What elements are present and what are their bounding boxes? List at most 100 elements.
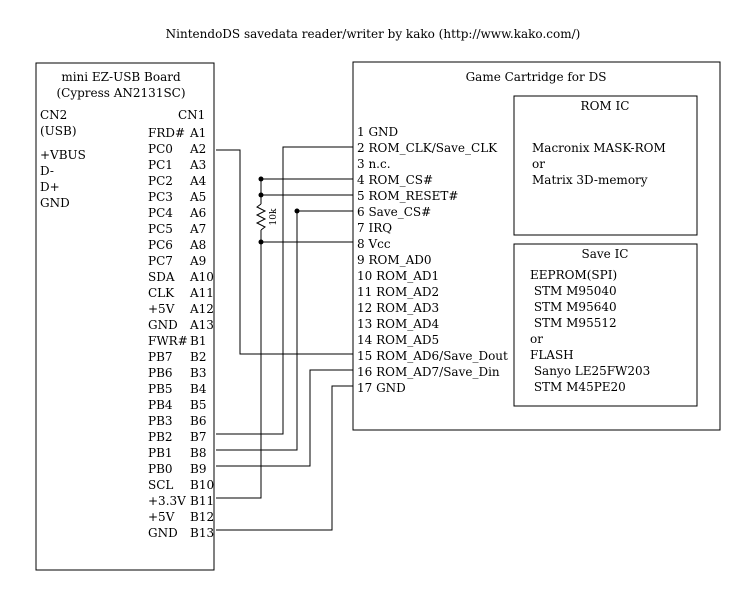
cn1-pin-number: B1 (190, 334, 206, 348)
cartridge-pin: 11 ROM_AD2 (357, 285, 439, 299)
cartridge-pin: 9 ROM_AD0 (357, 253, 432, 267)
cn1-pin-name: PB5 (148, 382, 173, 396)
cn1-pin-number: A6 (189, 206, 206, 220)
pullup-resistor (255, 203, 267, 231)
board-subtitle: (Cypress AN2131SC) (56, 86, 185, 100)
cartridge-outline (352, 61, 721, 431)
save-ic-line: EEPROM(SPI) (530, 268, 617, 282)
junction-dot (258, 192, 264, 198)
save-ic-line: or (530, 332, 543, 346)
cn1-pin-number: A7 (189, 222, 206, 236)
cn1-pin-name: PC0 (148, 142, 173, 156)
cartridge-pin: 13 ROM_AD4 (357, 317, 440, 331)
cn1-pin-name: +5V (148, 510, 175, 524)
cartridge-pin: 12 ROM_AD3 (357, 301, 439, 315)
cn2-pin: GND (40, 196, 70, 210)
cn1-pin-number: B4 (190, 382, 207, 396)
save-ic-lines: EEPROM(SPI) STM M95040 STM M95640 STM M9… (530, 268, 650, 394)
cartridge-pin: 7 IRQ (357, 221, 392, 235)
cn1-pin-name: PB4 (148, 398, 173, 412)
cn1-pin-number: B10 (190, 478, 214, 492)
save-ic-line: STM M95040 (530, 284, 617, 298)
cn1-pin-number: A12 (189, 302, 214, 316)
cn1-pin-number: A3 (189, 158, 206, 172)
board-title: mini EZ-USB Board (61, 70, 181, 84)
cn1-pin-number: B13 (190, 526, 214, 540)
cn1-pin-number: A9 (189, 254, 206, 268)
cn1-pin-number: A5 (189, 190, 206, 204)
cn1-pin-name: PC2 (148, 174, 173, 188)
cn1-pin-number: A8 (189, 238, 206, 252)
cn1-pin-number: B2 (190, 350, 206, 364)
wire-gnd-to-gnd (216, 385, 353, 531)
cn1-pin-number: B12 (190, 510, 214, 524)
cn2-pin: +VBUS (40, 148, 86, 162)
wire-pb0-to-save-din (216, 369, 353, 467)
cn1-pin-name: PB7 (148, 350, 173, 364)
cn1-pin-name: GND (148, 526, 178, 540)
cn1-pin-number: B9 (190, 462, 206, 476)
rom-ic-line: or (532, 157, 545, 171)
ez-usb-board: mini EZ-USB Board (Cypress AN2131SC) CN2… (35, 62, 215, 571)
cn1-pin-name: PB1 (148, 446, 173, 460)
cartridge-title: Game Cartridge for DS (466, 70, 607, 84)
cn1-pin-number: A1 (189, 126, 206, 140)
wire-pb1-to-save-cs (216, 210, 353, 451)
cn1-label: CN1 (178, 108, 205, 122)
cn2-sublabel: (USB) (40, 124, 77, 138)
junction-dot (258, 176, 264, 182)
cn1-pin-name: PC7 (148, 254, 173, 268)
rom-ic-line: Matrix 3D-memory (532, 173, 648, 187)
cn1-pin-name: SCL (148, 478, 173, 492)
wiring: 10k (216, 146, 353, 531)
board-outline (35, 62, 215, 571)
cartridge-pin: 2 ROM_CLK/Save_CLK (357, 141, 498, 155)
page-title: NintendoDS savedata reader/writer by kak… (166, 27, 581, 41)
save-ic-line: Sanyo LE25FW203 (530, 364, 650, 378)
cartridge-pin: 3 n.c. (357, 157, 391, 171)
cartridge-pin: 5 ROM_RESET# (357, 189, 458, 203)
cn1-pin-name: SDA (148, 270, 175, 284)
cn1-pin-name: PB3 (148, 414, 173, 428)
cn1-pin-number: A4 (189, 174, 207, 188)
cartridge-pin: 4 ROM_CS# (357, 173, 433, 187)
cn1-pin-name: FWR# (148, 334, 188, 348)
save-ic-box (513, 243, 698, 407)
wire-pb2-to-save-clk (216, 146, 353, 435)
wire-pc0-to-save-dout (216, 149, 353, 355)
cartridge-pin: 14 ROM_AD5 (357, 333, 439, 347)
cn1-pin-name: PB0 (148, 462, 173, 476)
cn1-pin-number: B11 (190, 494, 214, 508)
junction-dot (294, 208, 300, 214)
cartridge-pin: 6 Save_CS# (357, 205, 431, 219)
cartridge-pin: 15 ROM_AD6/Save_Dout (357, 349, 508, 363)
cn1-pin-number: B5 (190, 398, 206, 412)
save-ic-line: STM M95512 (530, 316, 617, 330)
cn1-pin-name: PC6 (148, 238, 173, 252)
save-ic-line: STM M95640 (530, 300, 617, 314)
cn1-pin-name: GND (148, 318, 178, 332)
cn1-pin-number: B6 (190, 414, 206, 428)
cn1-pin-name: PC5 (148, 222, 173, 236)
cartridge-pin: 16 ROM_AD7/Save_Din (357, 365, 500, 379)
cn1-pin-name: PC3 (148, 190, 173, 204)
cn1-pin-name: FRD# (148, 126, 185, 140)
cn1-pin-name: +3.3V (148, 494, 186, 508)
save-ic-line: STM M45PE20 (530, 380, 626, 394)
cn2-pin: D- (40, 164, 54, 178)
cn1-pin-number: B3 (190, 366, 206, 380)
cn1-pin-name: PB6 (148, 366, 173, 380)
cn1-pin-number: A11 (189, 286, 214, 300)
cn1-pin-name: PC4 (148, 206, 173, 220)
junction-dot (258, 239, 264, 245)
rom-ic-title: ROM IC (581, 99, 630, 113)
wire-3v3-to-vcc (216, 241, 353, 499)
rom-ic-box (513, 95, 698, 236)
cn1-pin-name: +5V (148, 302, 175, 316)
cartridge-pin: 8 Vcc (357, 237, 391, 251)
cn1-pin-number: A2 (189, 142, 206, 156)
